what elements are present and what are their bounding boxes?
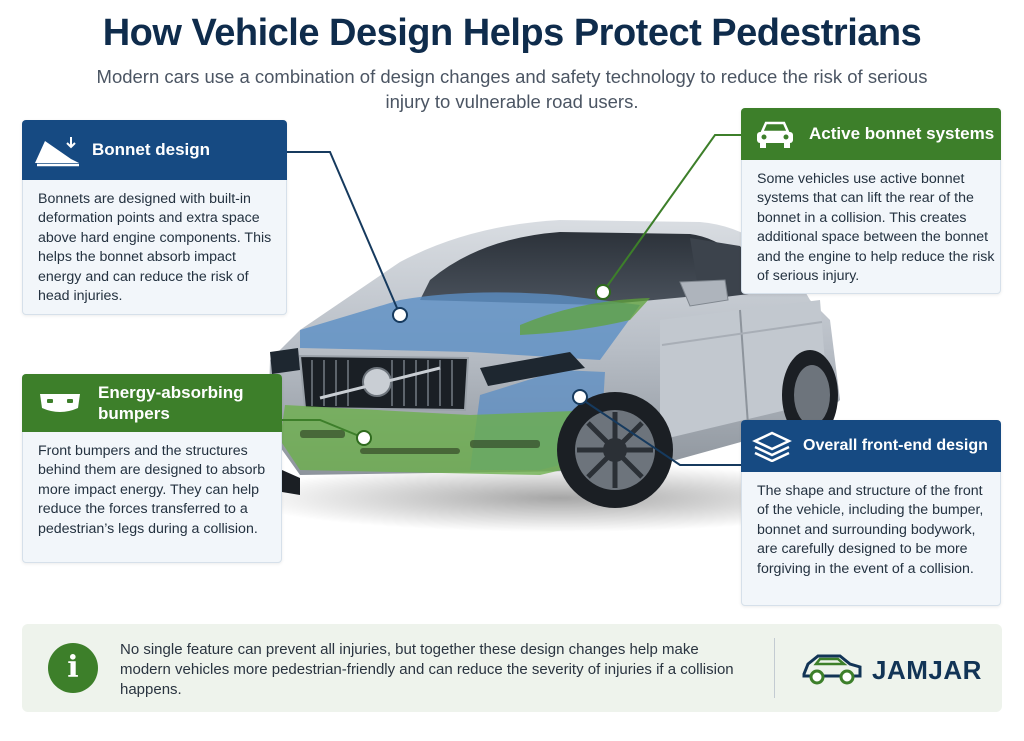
card-header: Active bonnet systems	[741, 108, 1001, 160]
page-subtitle: Modern cars use a combination of design …	[96, 66, 928, 112]
car-front-icon	[741, 118, 809, 150]
info-icon: i	[48, 643, 98, 693]
bonnet-icon	[22, 133, 92, 167]
card-text: Bonnets are designed with built-in defor…	[38, 191, 272, 305]
card-title: Overall front-end design	[803, 437, 988, 454]
bonnet-marker	[392, 307, 408, 323]
card-title: Energy-absorbing bumpers	[98, 383, 244, 423]
footer-note: i No single feature can prevent all inju…	[22, 624, 1002, 712]
footer-divider	[774, 638, 775, 698]
car-logo-icon	[800, 648, 864, 693]
card-header: Overall front-end design	[741, 420, 1001, 472]
card-front-end: Overall front-end design The shape and s…	[741, 420, 1001, 606]
page-title: How Vehicle Design Helps Protect Pedestr…	[102, 12, 922, 54]
layers-icon	[741, 430, 803, 462]
bumper-icon	[22, 390, 98, 416]
card-title: Bonnet design	[92, 140, 211, 159]
brand-name: JAMJAR	[872, 655, 982, 685]
card-text: Some vehicles use active bonnet systems …	[757, 171, 995, 285]
card-text: The shape and structure of the front of …	[757, 483, 984, 577]
card-active-bonnet: Active bonnet systems Some vehicles use …	[741, 108, 1001, 294]
footer-text: No single feature can prevent all injuri…	[120, 641, 734, 698]
card-bonnet-design: Bonnet design Bonnets are designed with …	[22, 120, 287, 315]
card-bumpers: Energy-absorbing bumpers Front bumpers a…	[22, 374, 282, 563]
brand-logo: JAMJAR	[800, 648, 982, 693]
front-end-marker	[572, 389, 588, 405]
card-title: Active bonnet systems	[809, 124, 995, 143]
card-text: Front bumpers and the structures behind …	[38, 443, 266, 537]
active-bonnet-marker	[595, 284, 611, 300]
card-header: Energy-absorbing bumpers	[22, 374, 282, 432]
bumper-marker	[356, 430, 372, 446]
card-header: Bonnet design	[22, 120, 287, 180]
